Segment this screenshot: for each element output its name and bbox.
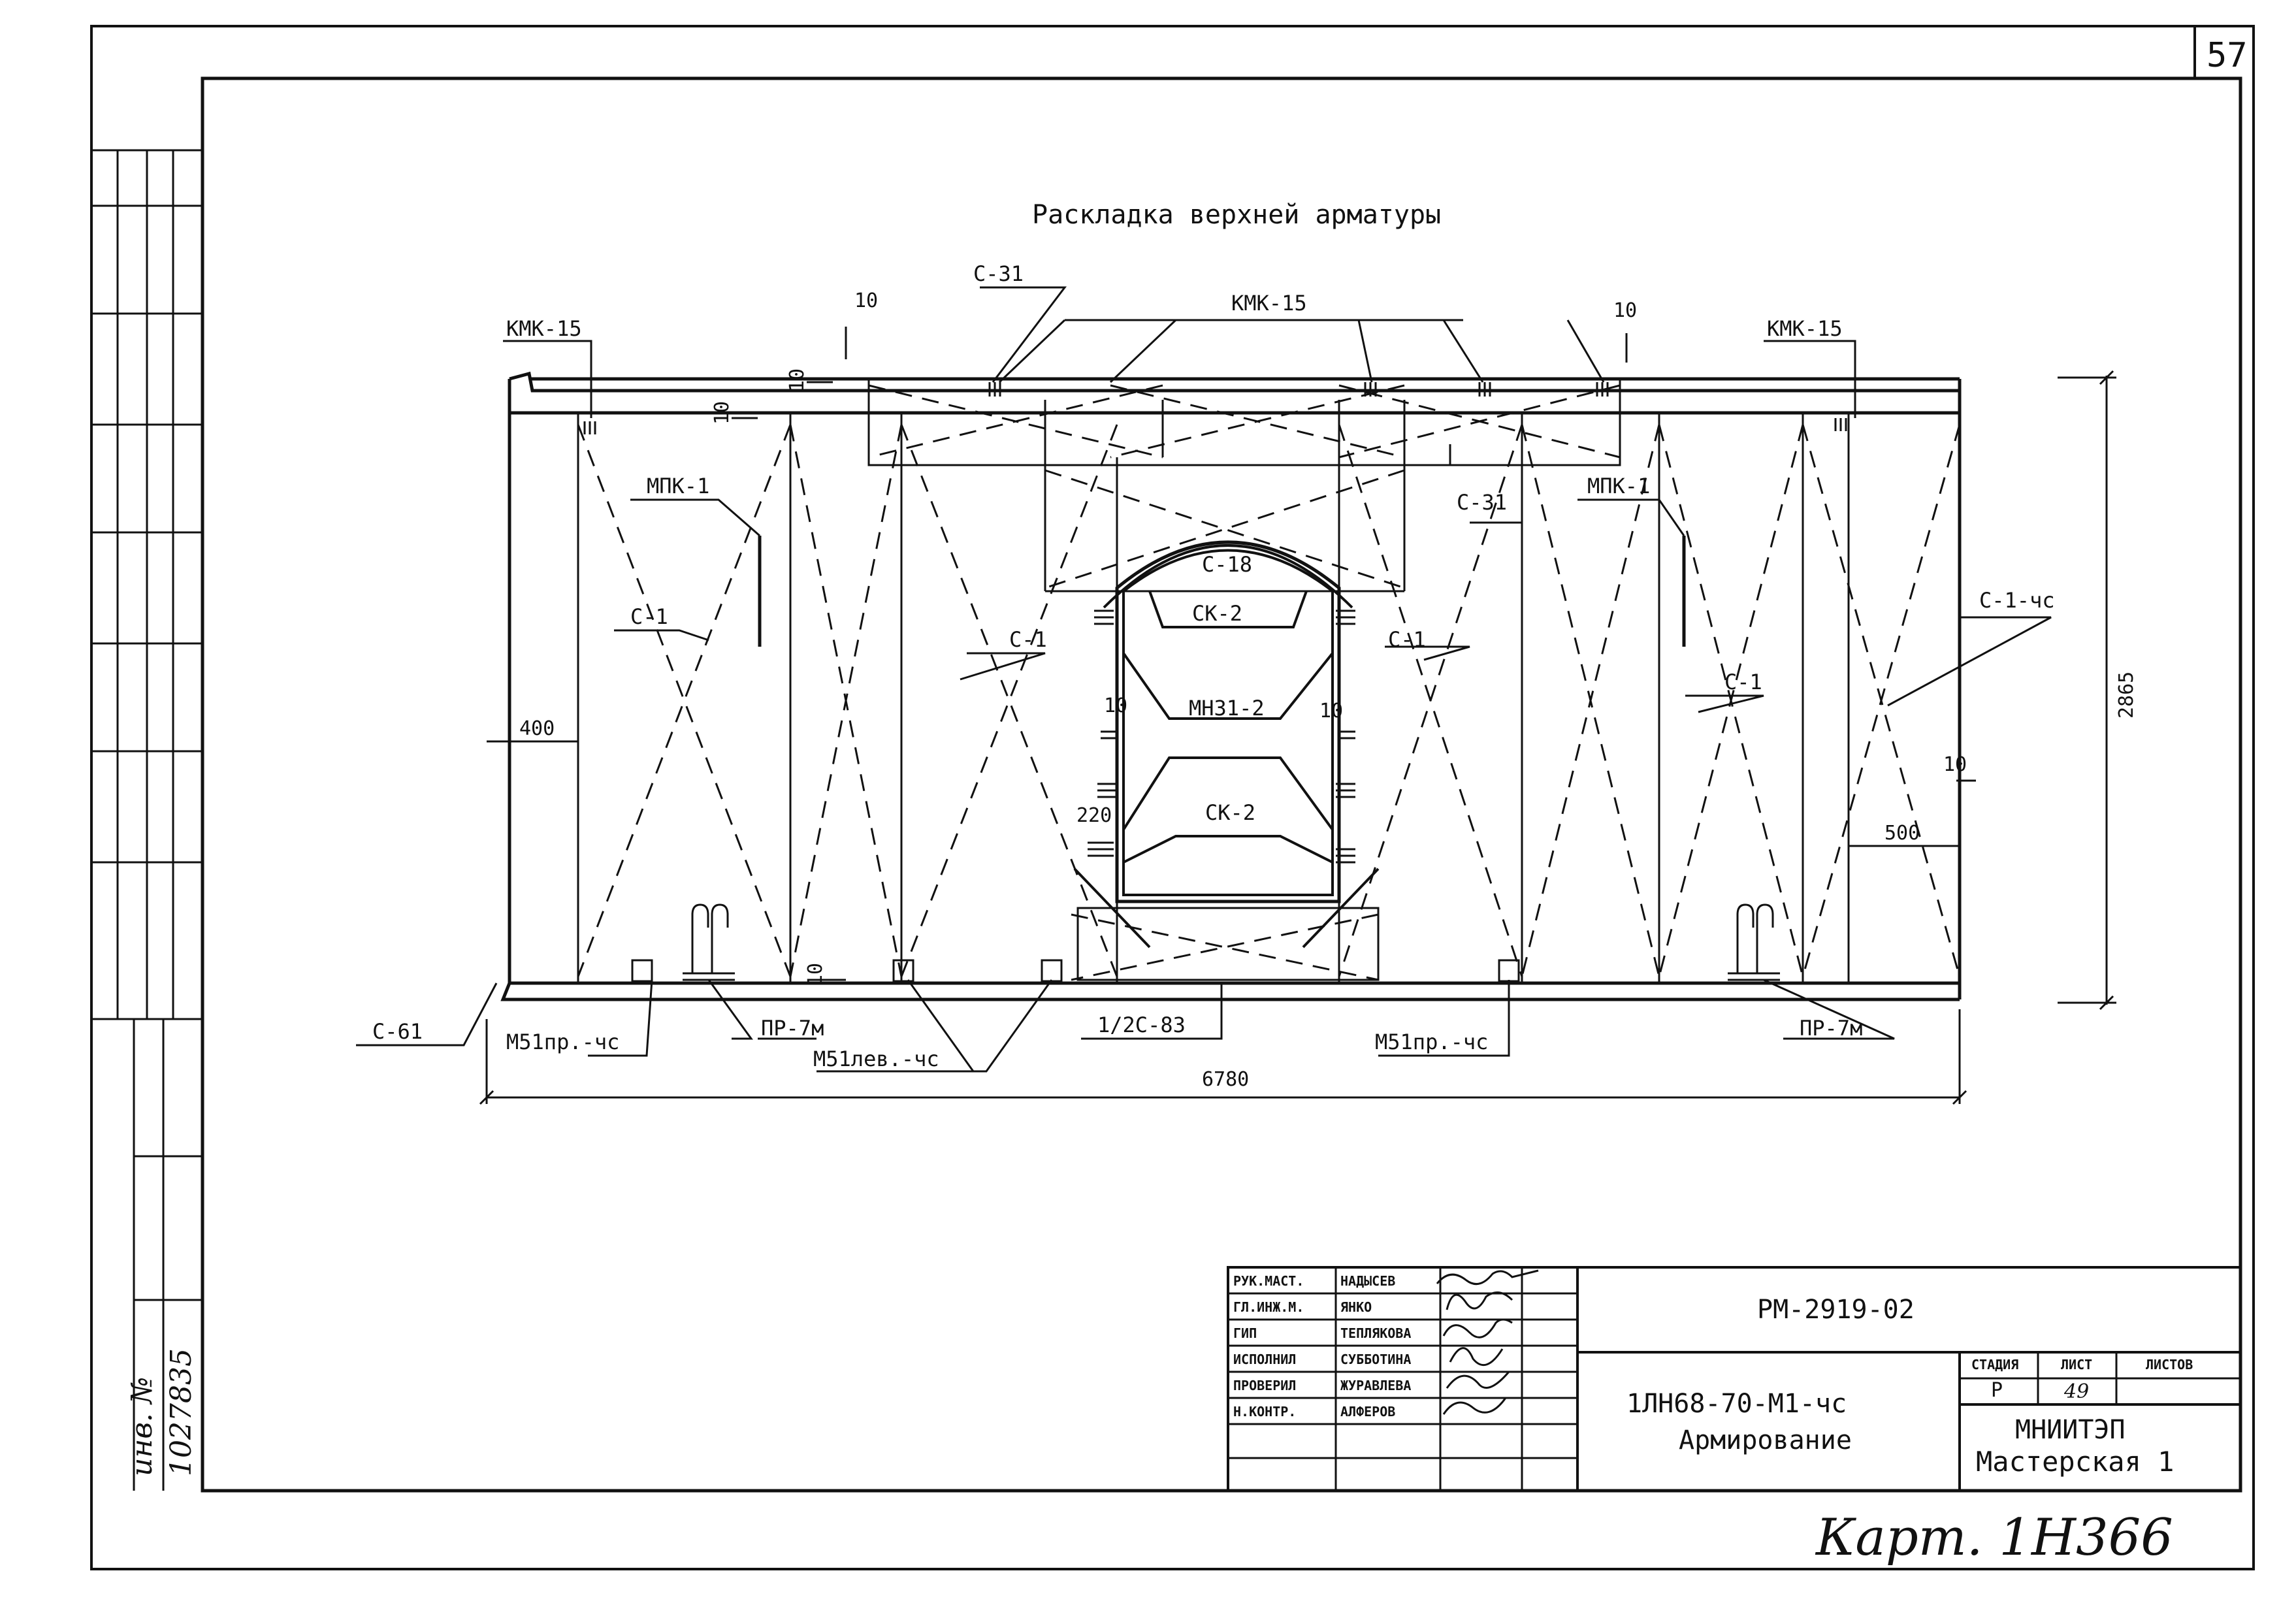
title-block-roles: РУК.МАСТ. НАДЫСЕВ ГЛ.ИНЖ.М. ЯНКО ГИП ТЕП… [1233, 1273, 1411, 1419]
label-pr7m-right: ПР-7м [1800, 1016, 1862, 1041]
signatures [1436, 1269, 1539, 1415]
role-4: ПРОВЕРИЛ [1233, 1378, 1296, 1393]
dim-overall-width: 6780 [1202, 1068, 1249, 1091]
label-c1-b: С-1 [1009, 627, 1047, 652]
stage-header: СТАДИЯ [1971, 1357, 2018, 1372]
label-m51pr-left: М51пр.-чс [506, 1030, 619, 1054]
label-sk2-bottom: СК-2 [1205, 800, 1255, 825]
label-mpk1-left: МПК-1 [647, 474, 709, 498]
label-mn31: МН31-2 [1189, 696, 1265, 721]
sheets-header: ЛИСТОВ [2146, 1357, 2193, 1372]
door-opening [1073, 540, 1380, 981]
role-2: ГИП [1233, 1325, 1257, 1341]
diagonal-bars [577, 384, 1961, 981]
dim-gap-top-left: 10 [854, 289, 878, 312]
name-0: НАДЫСЕВ [1340, 1273, 1395, 1289]
leader-lines [356, 286, 2052, 1073]
dim-gap-top-right: 10 [1613, 299, 1637, 322]
label-c83: 1/2С-83 [1097, 1013, 1186, 1037]
sheet-frame [90, 25, 2255, 1570]
label-c31-top: С-31 [973, 261, 1024, 286]
dim-right-offset: 500 [1884, 822, 1920, 845]
hatch-marks [583, 382, 1847, 982]
product-code: 1ЛН68-70-М1-чс [1626, 1389, 1847, 1419]
doc-code: РМ-2919-02 [1757, 1295, 1915, 1325]
label-c1-chs: С-1-чс [1979, 588, 2055, 613]
label-sk2-top: СК-2 [1192, 601, 1242, 626]
side-stamp-line2: 1027835 [165, 1348, 198, 1476]
handwritten-card-note: Карт. 1Н366 [1815, 1508, 2173, 1567]
sheet-corner-number: 57 [2207, 36, 2248, 75]
org-name: МНИИТЭП [2015, 1415, 2126, 1445]
label-kmk15-left: КМК-15 [506, 316, 582, 341]
title-block-grid [1227, 1266, 2242, 1492]
label-kmk15-center: КМК-15 [1231, 291, 1307, 316]
name-2: ТЕПЛЯКОВА [1340, 1325, 1411, 1341]
left-margin-grid [91, 149, 202, 1491]
stage-value: Р [1991, 1379, 2003, 1402]
name-1: ЯНКО [1340, 1299, 1372, 1315]
label-c1-a: С-1 [630, 604, 668, 629]
role-3: ИСПОЛНИЛ [1233, 1352, 1296, 1367]
name-3: СУББОТИНА [1340, 1352, 1411, 1367]
side-stamp-line1: инв. № [125, 1376, 159, 1476]
dim-gap-vert-b: 10 [711, 401, 734, 425]
dimension-texts: 6780 2865 400 500 220 10 10 10 10 10 10 … [519, 289, 2138, 1091]
label-pr7m-left: ПР-7м [761, 1016, 824, 1041]
top-mesh-zone [867, 378, 1621, 592]
name-4: ЖУРАВЛЕВА [1340, 1378, 1411, 1393]
drawing-title: Раскладка верхней арматуры [1032, 200, 1441, 230]
label-c1-c: С-1 [1388, 627, 1426, 652]
label-c61: С-61 [372, 1019, 423, 1044]
dim-gap-door-left: 10 [1104, 694, 1127, 717]
label-c31-right: С-31 [1457, 490, 1507, 515]
dim-overall-height: 2865 [2115, 672, 2138, 719]
mpk-bars [758, 536, 1686, 647]
dim-gap-vert-c: 10 [804, 963, 827, 986]
stage-headers: СТАДИЯ ЛИСТ ЛИСТОВ [1971, 1357, 2193, 1372]
sheet-header: ЛИСТ [2061, 1357, 2092, 1372]
label-mpk1-right: МПК-1 [1587, 474, 1650, 498]
org-unit: Мастерская 1 [1976, 1446, 2174, 1478]
label-kmk15-right: КМК-15 [1767, 316, 1843, 341]
dim-opening-offset: 220 [1076, 804, 1112, 827]
dimension-lines [479, 327, 2116, 1105]
dim-left-offset: 400 [519, 717, 555, 740]
label-m51lev: М51лев.-чс [813, 1046, 939, 1071]
role-0: РУК.МАСТ. [1233, 1273, 1304, 1289]
role-5: Н.КОНТР. [1233, 1404, 1296, 1419]
role-1: ГЛ.ИНЖ.М. [1233, 1299, 1304, 1315]
product-title: Армирование [1679, 1425, 1852, 1455]
dim-gap-vert-a: 10 [786, 368, 809, 392]
element-labels: КМК-15 С-31 КМК-15 КМК-15 С-31 МПК-1 МПК… [372, 261, 2055, 1071]
name-5: АЛФЕРОВ [1340, 1404, 1395, 1419]
label-c18: С-18 [1202, 552, 1252, 577]
sheet-value: 49 [2063, 1380, 2089, 1403]
dim-gap-right-edge: 10 [1943, 753, 1967, 776]
dim-gap-door-right: 10 [1319, 700, 1343, 722]
label-c1-d: С-1 [1724, 670, 1762, 694]
label-m51pr-right: М51пр.-чс [1375, 1030, 1488, 1054]
